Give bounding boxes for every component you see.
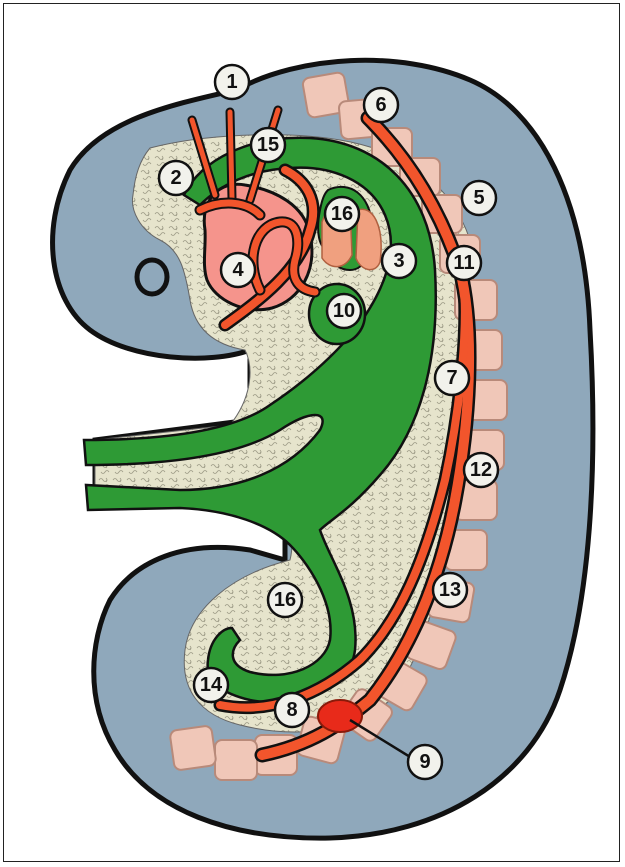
svg-text:7: 7 [446,367,457,389]
svg-text:15: 15 [257,134,279,156]
eye-ring [137,260,167,294]
callout-11: 11 [447,246,481,280]
svg-text:13: 13 [439,579,461,601]
callout-10: 10 [327,294,361,328]
svg-text:14: 14 [200,674,223,696]
svg-text:16: 16 [331,203,353,225]
svg-text:10: 10 [333,300,355,322]
callout-4: 4 [221,253,255,287]
svg-text:3: 3 [393,250,404,272]
svg-text:16: 16 [274,589,296,611]
callout-14: 14 [194,668,228,702]
svg-text:1: 1 [226,71,237,93]
svg-text:9: 9 [419,751,430,773]
callout-2: 2 [159,161,193,195]
svg-text:12: 12 [470,459,492,481]
callout-13: 13 [433,573,467,607]
callout-16-upper: 16 [325,197,359,231]
callout-6: 6 [364,88,398,122]
svg-text:11: 11 [453,252,474,274]
svg-text:8: 8 [286,699,297,721]
svg-text:5: 5 [473,187,484,209]
blood-island [318,700,362,732]
callout-8: 8 [275,693,309,727]
svg-text:6: 6 [375,94,386,116]
callout-1: 1 [215,65,249,99]
callout-3: 3 [382,244,416,278]
svg-text:2: 2 [170,167,181,189]
callout-15: 15 [251,128,285,162]
callout-16-lower: 16 [268,583,302,617]
callout-7: 7 [435,361,469,395]
callout-9: 9 [408,745,442,779]
callout-5: 5 [462,181,496,215]
svg-text:4: 4 [232,259,244,281]
callout-12: 12 [464,453,498,487]
